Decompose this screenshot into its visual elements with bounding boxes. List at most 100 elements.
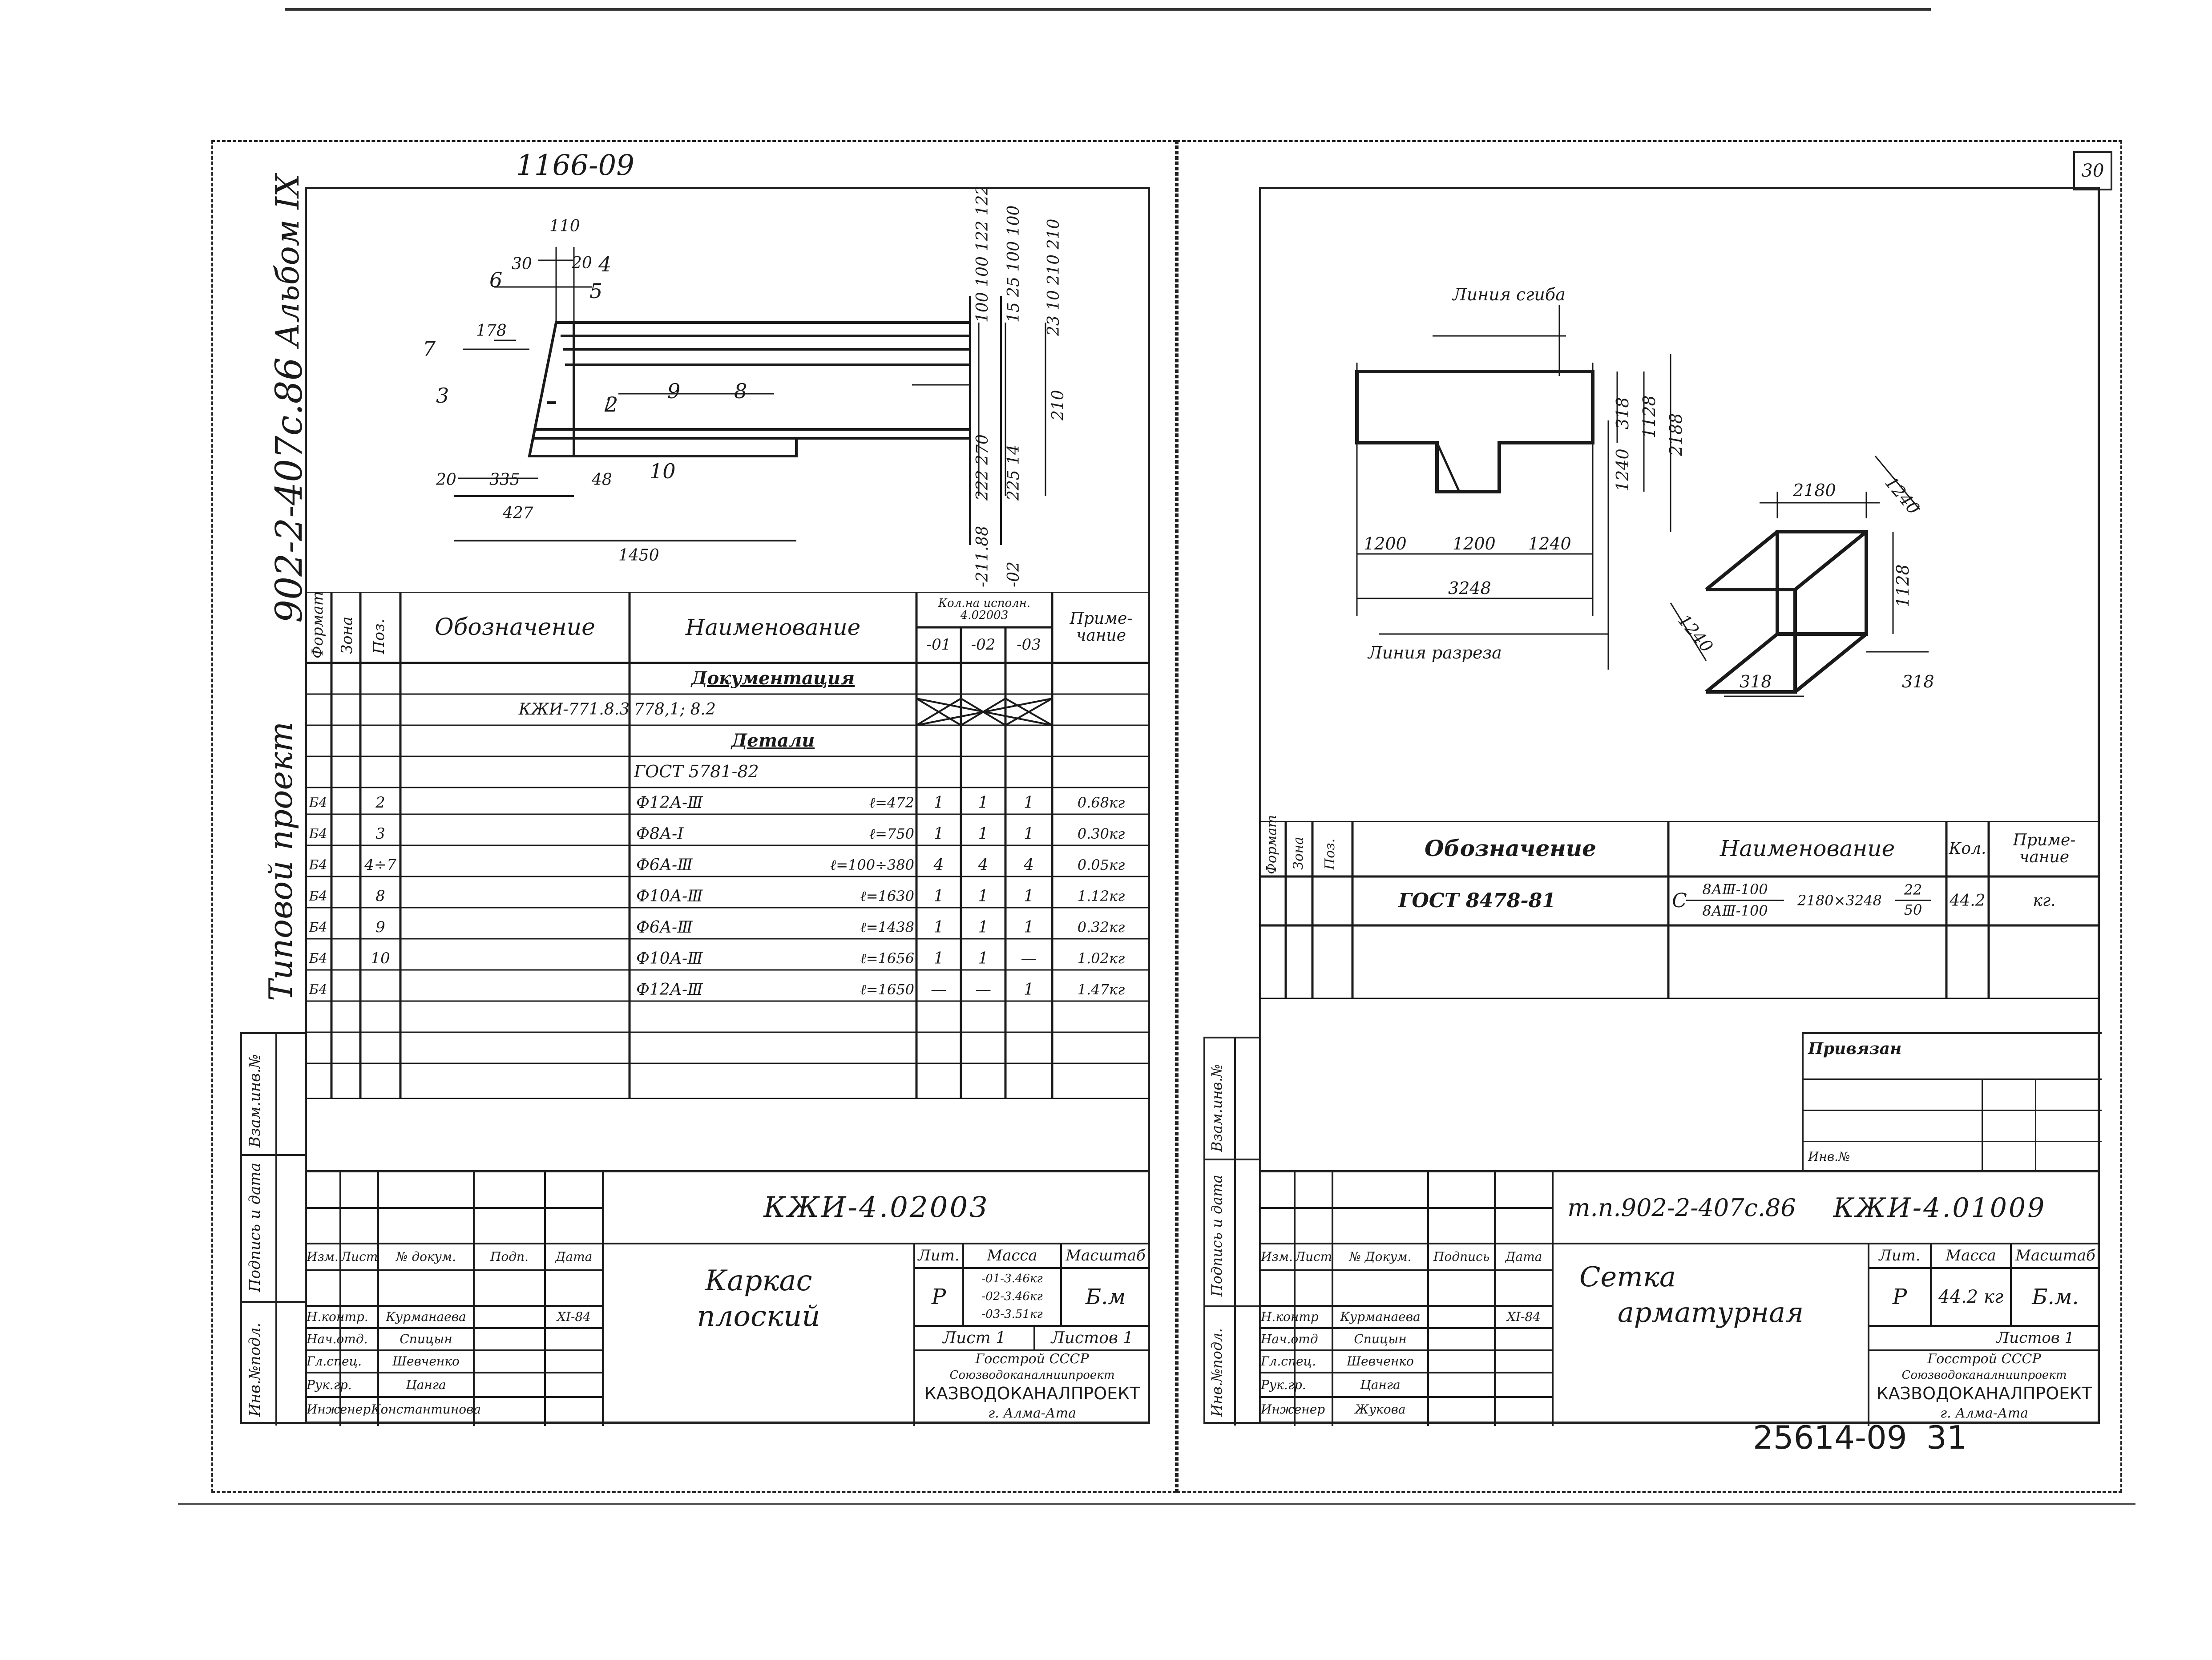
part-row-length: ℓ=1630 [860,888,914,905]
left-scale-label: Масштаб [1066,1246,1146,1264]
part-row-qty3: 1 [1024,918,1034,937]
left-sheet-frame [211,140,1177,1493]
part-row-qty3: 1 [1024,794,1034,812]
part-row-format: Б4 [309,826,327,842]
r-col-zone: Зона [1291,836,1306,870]
left-org1: Госстрой СССР [975,1351,1089,1367]
dim-48: 48 [591,471,612,489]
project-type-label: Типовой проект [262,721,299,1001]
right-title-grid [1259,1172,2100,1426]
signer-role: Нач.отд. [307,1332,368,1347]
dim-1200a: 1200 [1364,534,1407,553]
callout-8: 8 [734,379,747,403]
right-lit: Р [1892,1284,1907,1309]
col-qty-group: Кол.на исполн. 4.02003 [938,596,1031,622]
r-side-label-replace: Взам.инв.№ [1208,1064,1225,1152]
part-row-name: Ф10А-Ⅲ [636,887,703,906]
part-row-length: ℓ=1438 [860,919,914,936]
dim-335: 335 [489,471,520,489]
right-scale-label: Масштаб [2015,1246,2095,1264]
part-row-format: Б4 [309,857,327,873]
r-row-qty: 44.2 [1950,892,1986,910]
part-row-pos: 8 [375,887,385,905]
right-side-labels: Взам.инв.№ Подпись и дата Инв.№подл. [1203,1037,1261,1426]
tb-head-sign: Подп. [490,1249,529,1264]
left-title-grid [305,1172,1150,1426]
dim-1200b: 1200 [1453,534,1496,553]
right-lit-label: Лит. [1879,1246,1921,1264]
signer-role: Н.контр [1261,1309,1319,1325]
bottom-page-number: 31 [1926,1419,1967,1456]
part-row-qty1: — [931,981,947,999]
right-sheets: Листов 1 [1996,1329,2075,1347]
right-org2: Союзводоканалниипроект [1901,1369,2067,1382]
part-row-length: ℓ=100÷380 [830,856,914,874]
right-spec-table: Формат Зона Поз. Обозначение Наименовани… [1259,815,2100,999]
doc-row-name: 778,1; 8.2 [634,700,716,719]
right-org3: КАЗВОДОКАНАЛПРОЕКТ [1876,1384,2092,1404]
part-row-name: Ф12А-Ⅲ [636,981,703,999]
left-title-block: КЖИ-4.02003 Изм. Лист № докум. Подп. Дат… [305,1170,1150,1426]
right-title-line1: Сетка [1579,1260,1676,1293]
part-row-qty2: 1 [978,794,989,812]
signer-role: Нач.отд [1261,1332,1318,1347]
col-zone: Зона [338,616,356,654]
left-date: XI-84 [557,1309,591,1325]
right-title-line2: арматурная [1617,1296,1804,1329]
col-format: Формат [309,591,327,658]
dim-col5: 225 14 [1005,444,1023,501]
part-row-length: ℓ=750 [869,825,914,843]
left-mass-1: -01-3.46кг [981,1272,1043,1286]
part-row-qty1: 4 [933,856,944,875]
label-cut-line: Линия разреза [1367,643,1502,662]
callout-10: 10 [650,459,676,483]
left-mass-label: Масса [987,1246,1037,1264]
r-col-note: Приме-чание [2013,831,2076,866]
dim-318b: 318 [1740,672,1772,691]
part-row-length: ℓ=1650 [860,981,914,998]
album-code: 902-2-407c.86 [268,357,311,623]
left-sheets: Листов 1 [1051,1329,1134,1347]
gost-row: ГОСТ 5781-82 [634,762,759,782]
part-row-qty1: 1 [933,949,944,968]
part-row-note: 1.02кг [1077,950,1125,967]
dim-427: 427 [502,504,533,522]
part-row-qty1: 1 [933,918,944,937]
left-lit: Р [931,1284,946,1309]
tb-head-list: Лист [340,1249,378,1264]
section-documentation: Документация [691,668,855,689]
right-scale: Б.м. [2032,1284,2079,1309]
part-row-length: ℓ=472 [869,794,914,812]
right-page-number: 30 [2073,151,2112,190]
dim-1240a: 1240 [1528,534,1571,553]
privyazan-label: Привязан [1808,1039,1902,1058]
dim-1240v: 1240 [1613,448,1632,492]
dim-2180: 2180 [1792,481,1836,500]
part-row-pos: 4÷7 [364,856,396,874]
right-mass: 44.2 кг [1938,1287,2003,1307]
left-title-line2: плоский [697,1300,820,1333]
signer-role: Рук.гр. [307,1377,352,1392]
part-row-note: 1.12кг [1077,888,1125,905]
r-row-num: 8АⅢ-100 [1686,880,1784,901]
r-side-label-inv: Инв.№подл. [1208,1328,1225,1417]
signer-name: Шевченко [392,1354,460,1369]
right-doc-code: КЖИ-4.01009 [1833,1192,2047,1224]
elev-2: -02 [1005,561,1023,587]
signer-role: Инженер [1261,1402,1325,1417]
part-row-pos: 3 [375,825,385,843]
r-row-designation: ГОСТ 8478-81 [1398,889,1556,912]
signer-name: Жукова [1355,1402,1406,1417]
dim-318c: 318 [1902,672,1934,691]
callout-6: 6 [489,268,502,292]
callout-4: 4 [598,252,611,276]
dim-110: 110 [549,217,580,235]
elev-1: -211.88 [973,526,992,587]
inv-no-label: Инв.№ [1808,1149,1850,1164]
left-org3: КАЗВОДОКАНАЛПРОЕКТ [924,1384,1140,1404]
col-qty-02: -02 [971,636,996,654]
left-org4: г. Алма-Ата [988,1406,1076,1422]
dim-318: 318 [1613,397,1632,429]
right-spec-grid [1259,821,2100,999]
part-row-format: Б4 [309,920,327,936]
